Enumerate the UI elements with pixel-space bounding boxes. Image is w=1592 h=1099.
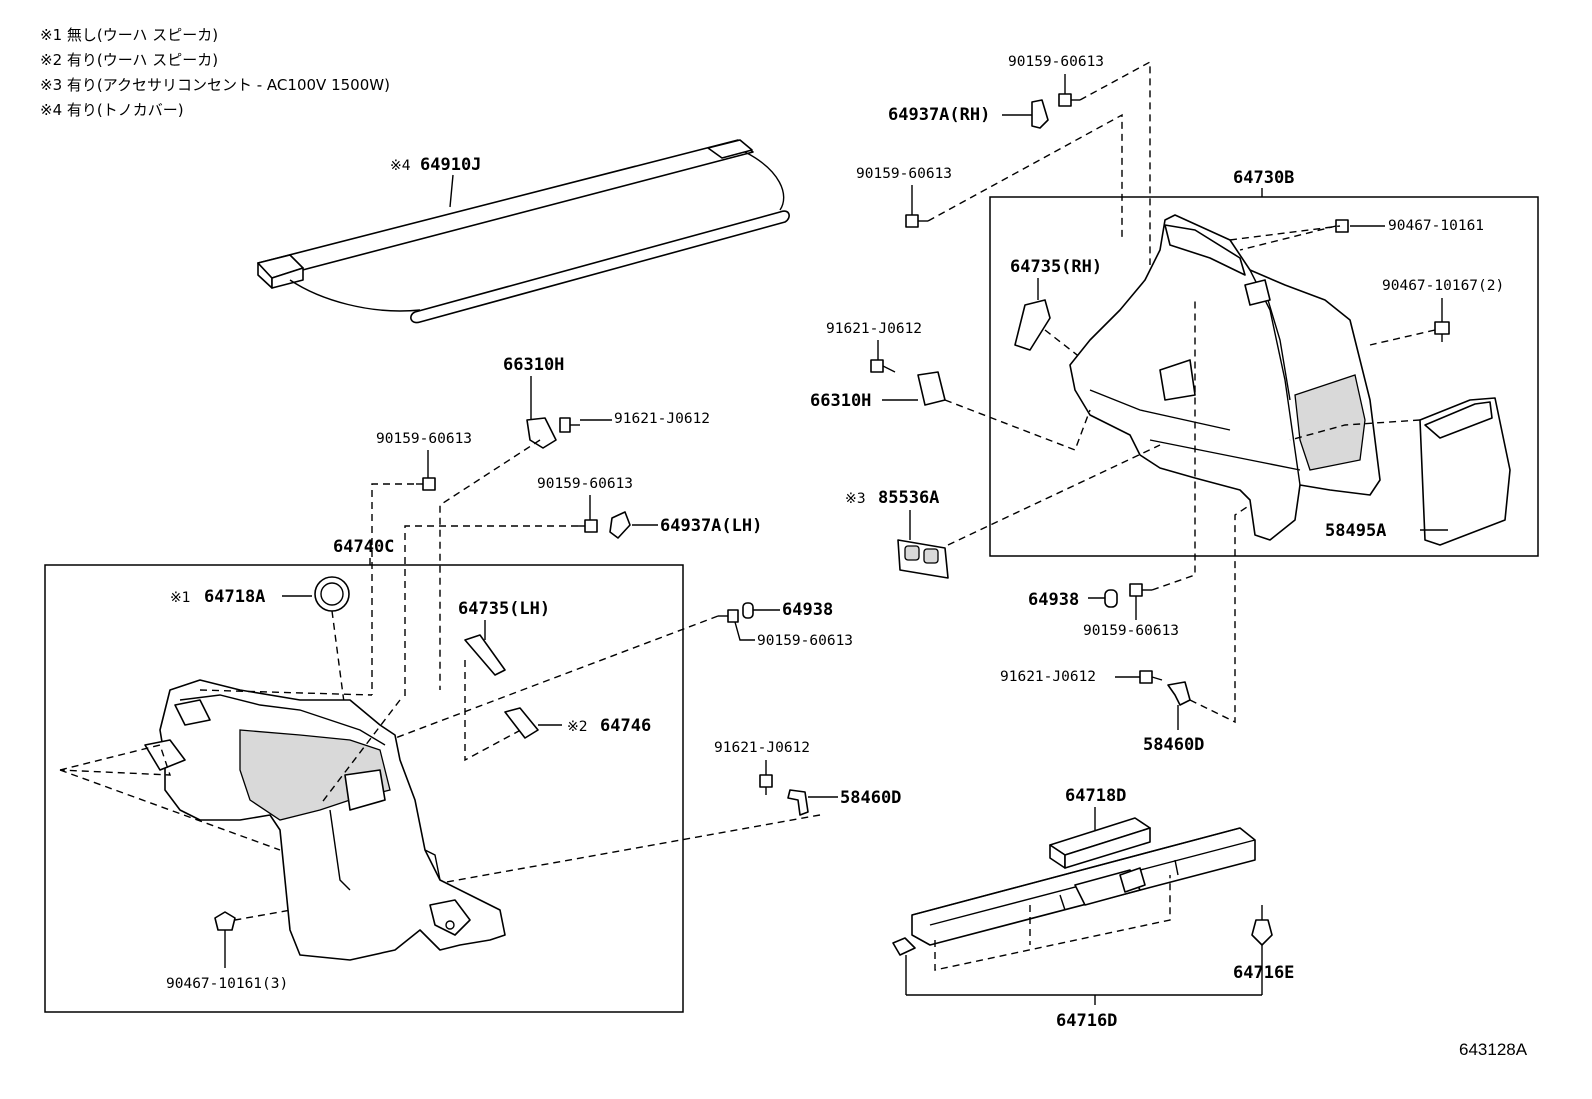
label-66310H-right: 66310H	[810, 391, 871, 411]
label-91621-J0612-b: 91621-J0612	[714, 740, 810, 756]
bracket-64735-rh	[1014, 299, 1051, 351]
notes-legend: ※1 無し(ウーハ スピーカ) ※2 有り(ウーハ スピーカ) ※3 有り(アク…	[40, 26, 390, 119]
mark-1: ※1	[170, 590, 191, 606]
hook-64937A-rh	[1031, 99, 1049, 129]
speaker-bracket-64746	[504, 707, 539, 739]
label-90159-d: 90159-60613	[856, 166, 952, 182]
bolt-90159-d	[905, 214, 928, 228]
bolt-91621-c	[870, 359, 896, 373]
plug-64938-left	[742, 602, 754, 619]
clip-90467-10167	[1434, 321, 1450, 342]
label-64740C: 64740C	[333, 537, 394, 557]
plug-64938-right	[1104, 589, 1118, 608]
note-4: ※4 有り(トノカバー)	[40, 101, 184, 119]
label-91621-J0612-c: 91621-J0612	[826, 321, 922, 337]
bolt-91621-b	[759, 774, 773, 795]
label-90159-a: 90159-60613	[376, 431, 472, 447]
label-90159-b: 90159-60613	[537, 476, 633, 492]
bolt-90159-a	[416, 477, 436, 491]
label-64746: 64746	[600, 716, 651, 736]
clip-58460D-left	[787, 789, 809, 816]
note-3: ※3 有り(アクセサリコンセント - AC100V 1500W)	[40, 76, 390, 94]
clip-64716E	[1251, 905, 1273, 946]
quarter-trim-panel-right	[1069, 214, 1381, 541]
mark-3: ※3	[845, 491, 866, 507]
label-64938-right: 64938	[1028, 590, 1079, 610]
accessory-outlet-85536A	[897, 539, 949, 579]
label-64718D: 64718D	[1065, 786, 1126, 806]
bolt-90159-b	[578, 519, 598, 533]
bolt-90159-e	[1129, 583, 1152, 597]
label-90467-10161-3: 90467-10161(3)	[166, 976, 288, 992]
label-66310H-left: 66310H	[503, 355, 564, 375]
mark-4: ※4	[390, 158, 411, 174]
label-90159-top: 90159-60613	[1008, 54, 1104, 70]
label-64735-LH: 64735(LH)	[458, 599, 550, 619]
bolt-90159-c	[718, 609, 739, 623]
clip-58460D-right	[1167, 681, 1191, 706]
label-58460D-left: 58460D	[840, 788, 901, 808]
bolt-90159-top	[1058, 93, 1080, 107]
label-85536A: 85536A	[878, 488, 939, 508]
assembly-box-64740C	[44, 564, 684, 1013]
deck-trim-64716D	[892, 827, 1256, 956]
clip-66310H-left	[526, 417, 557, 449]
bolt-91621-d	[1139, 670, 1163, 684]
bolt-91621-left	[559, 417, 580, 433]
label-64910J: 64910J	[420, 155, 481, 175]
label-64937A-LH: 64937A(LH)	[660, 516, 762, 536]
label-58460D-right: 58460D	[1143, 735, 1204, 755]
clip-66310H-right	[917, 371, 946, 406]
label-64718A: 64718A	[204, 587, 265, 607]
tonneau-cover-part	[257, 139, 790, 324]
bracket-64735-lh	[464, 634, 506, 676]
note-1: ※1 無し(ウーハ スピーカ)	[40, 26, 218, 44]
diagram-reference-number: 643128A	[1459, 1040, 1528, 1059]
label-90467-10167-2: 90467-10167(2)	[1382, 278, 1504, 294]
hook-64937A-lh	[609, 511, 631, 539]
quarter-trim-panel-left	[144, 679, 506, 961]
scuff-plate-64718D	[1049, 817, 1151, 869]
label-64716E: 64716E	[1233, 963, 1294, 983]
label-64735-RH: 64735(RH)	[1010, 257, 1102, 277]
label-64938-left: 64938	[782, 600, 833, 620]
label-90467-10161: 90467-10161	[1388, 218, 1484, 234]
label-91621-J0612-left: 91621-J0612	[614, 411, 710, 427]
cap-64718A	[314, 576, 350, 612]
label-58495A: 58495A	[1325, 521, 1386, 541]
label-64937A-RH: 64937A(RH)	[888, 105, 990, 125]
assembly-box-64730B	[989, 196, 1539, 557]
label-90159-e: 90159-60613	[1083, 623, 1179, 639]
clip-90467-left	[214, 911, 236, 931]
label-64716D: 64716D	[1056, 1011, 1117, 1031]
label-64730B: 64730B	[1233, 168, 1294, 188]
mark-2: ※2	[567, 719, 588, 735]
label-91621-J0612-d: 91621-J0612	[1000, 669, 1096, 685]
label-90159-c: 90159-60613	[757, 633, 853, 649]
note-2: ※2 有り(ウーハ スピーカ)	[40, 51, 218, 69]
